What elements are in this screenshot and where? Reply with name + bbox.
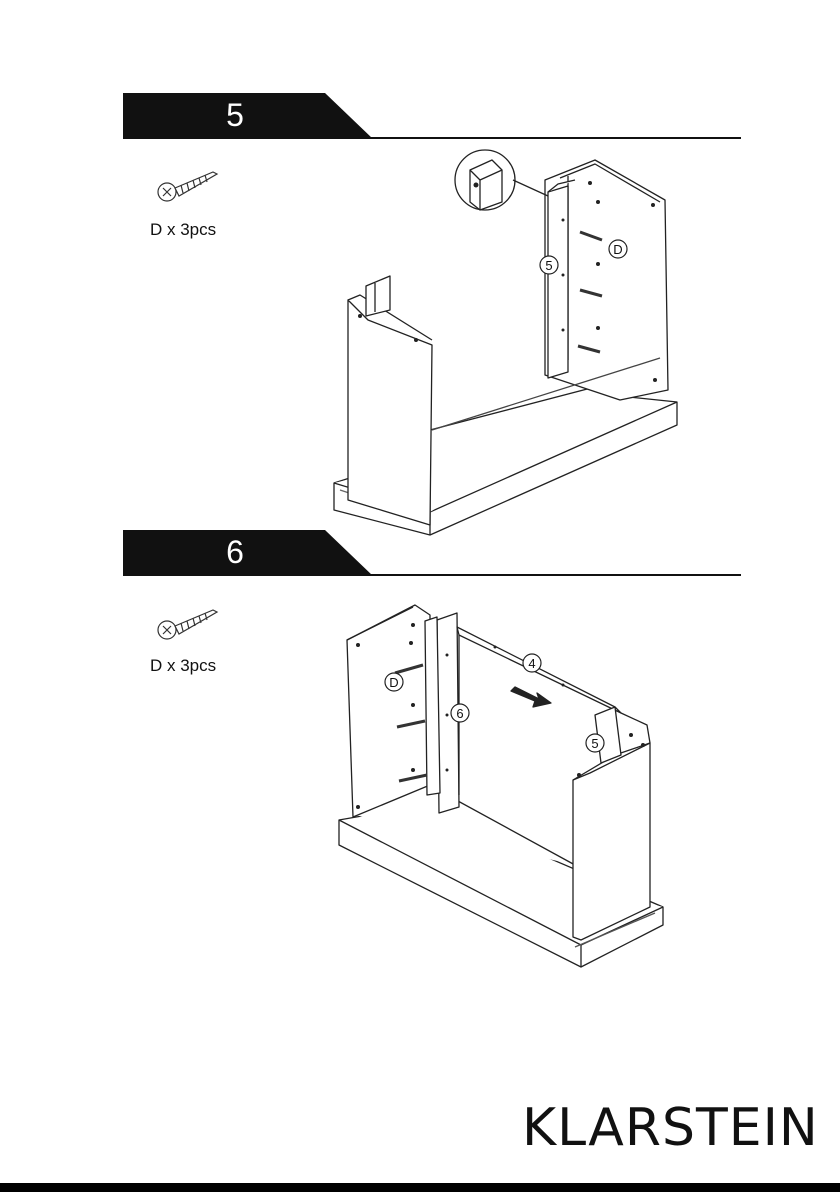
step-6-callout-4: 4	[523, 654, 541, 672]
step-5-callout-d: D	[609, 240, 627, 258]
step-5-number: 5	[205, 97, 265, 134]
step-6-callout-d-label: D	[389, 675, 398, 690]
step-5-callout-5: 5	[540, 256, 558, 274]
step-6-part-label: D x 3pcs	[150, 656, 216, 676]
step-6-callout-5: 5	[586, 734, 604, 752]
step-5-header: 5	[123, 93, 741, 139]
step-6-callout-4-label: 4	[528, 656, 535, 671]
step-6-callout-6-label: 6	[456, 706, 463, 721]
step-6-rule	[123, 574, 741, 576]
step-5-part-label: D x 3pcs	[150, 220, 216, 240]
step-6-callout-d: D	[385, 673, 403, 691]
step-5-callout-d-label: D	[613, 242, 622, 257]
brand-logo: KLARSTEIN	[522, 1098, 819, 1158]
step-5-rule	[123, 137, 741, 139]
step-6-callout-5-label: 5	[591, 736, 598, 751]
footer-bar	[0, 1183, 840, 1192]
step-6-illustration: 4 D 6 5	[325, 595, 675, 990]
step-6-callout-6: 6	[451, 704, 469, 722]
screw-icon	[155, 166, 221, 206]
step-5-callout-5-label: 5	[545, 258, 552, 273]
screw-icon	[155, 604, 221, 644]
step-5-illustration: 5 D	[320, 140, 690, 560]
step-6-header: 6	[123, 530, 741, 576]
step-6-number: 6	[205, 534, 265, 571]
